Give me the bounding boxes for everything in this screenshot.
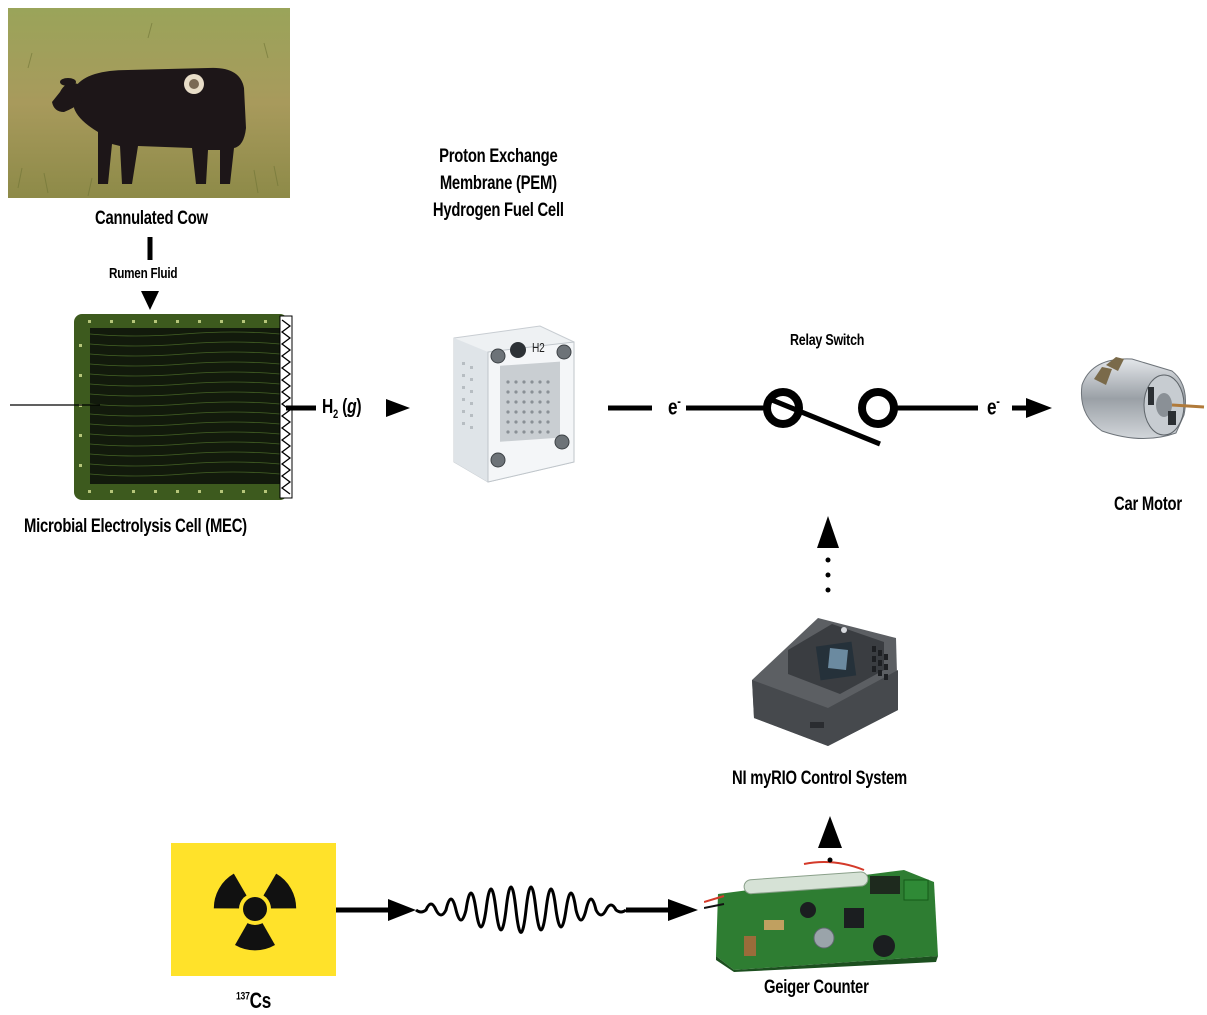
relay-lever — [771, 397, 881, 447]
relay-signal-dot — [825, 587, 831, 593]
relay-signal-dot — [825, 557, 831, 563]
cesium-label: 137Cs — [236, 988, 271, 1014]
electron-charge-1: - — [677, 393, 681, 409]
relay-signal-dot — [825, 572, 831, 578]
myrio-device — [748, 610, 918, 750]
myrio-caption: NI myRIO Control System — [732, 768, 907, 789]
cesium-mass: 137 — [236, 990, 250, 1003]
relay-contact-left — [763, 388, 803, 428]
rumen-arrowhead — [141, 291, 159, 310]
mec-caption: Microbial Electrolysis Cell (MEC) — [24, 516, 247, 537]
rumen-fluid-label: Rumen Fluid — [109, 265, 178, 282]
h2-subscript: 2 — [333, 407, 339, 421]
wave-arrowhead — [388, 899, 416, 921]
h2-state: g — [347, 396, 357, 418]
relay-contact-right — [858, 388, 898, 428]
electron-symbol-1: e — [668, 394, 678, 420]
mec-cell — [74, 314, 294, 500]
h2-close: ) — [356, 396, 362, 418]
pem-title: Proton Exchange Membrane (PEM) Hydrogen … — [432, 143, 565, 224]
pem-title-line1: Proton Exchange — [439, 146, 558, 167]
electron-charge-2: - — [996, 393, 1000, 409]
electron-label-2: e- — [987, 393, 1000, 420]
pem-cell-mark: H2 — [532, 340, 545, 355]
pem-fuel-cell: H2 — [440, 312, 590, 492]
relay-signal-arrowhead — [817, 516, 839, 548]
motor-arrowhead — [1026, 398, 1052, 418]
radiation-wave — [415, 885, 627, 934]
electron-label-1: e- — [668, 393, 681, 420]
car-motor-caption: Car Motor — [1114, 494, 1182, 515]
myrio-signal-arrowhead — [818, 816, 842, 848]
cesium-symbol: Cs — [249, 988, 272, 1013]
h2-gas-label: H2 (g) — [322, 396, 362, 421]
electron-symbol-2: e — [987, 394, 997, 420]
h2-arrowhead — [386, 399, 410, 417]
pem-title-line2: Membrane (PEM) — [439, 173, 557, 194]
geiger-arrowhead — [668, 899, 698, 921]
geiger-caption: Geiger Counter — [764, 977, 869, 998]
geiger-counter-board — [704, 860, 942, 972]
cow-caption: Cannulated Cow — [94, 208, 208, 229]
cow-photo — [8, 8, 290, 198]
car-motor — [1072, 345, 1207, 455]
relay-switch-label: Relay Switch — [790, 332, 865, 349]
h2-symbol: H — [322, 396, 334, 418]
h2-open: ( — [338, 396, 348, 418]
radiation-sign — [171, 843, 336, 976]
pem-title-line3: Hydrogen Fuel Cell — [432, 200, 564, 221]
